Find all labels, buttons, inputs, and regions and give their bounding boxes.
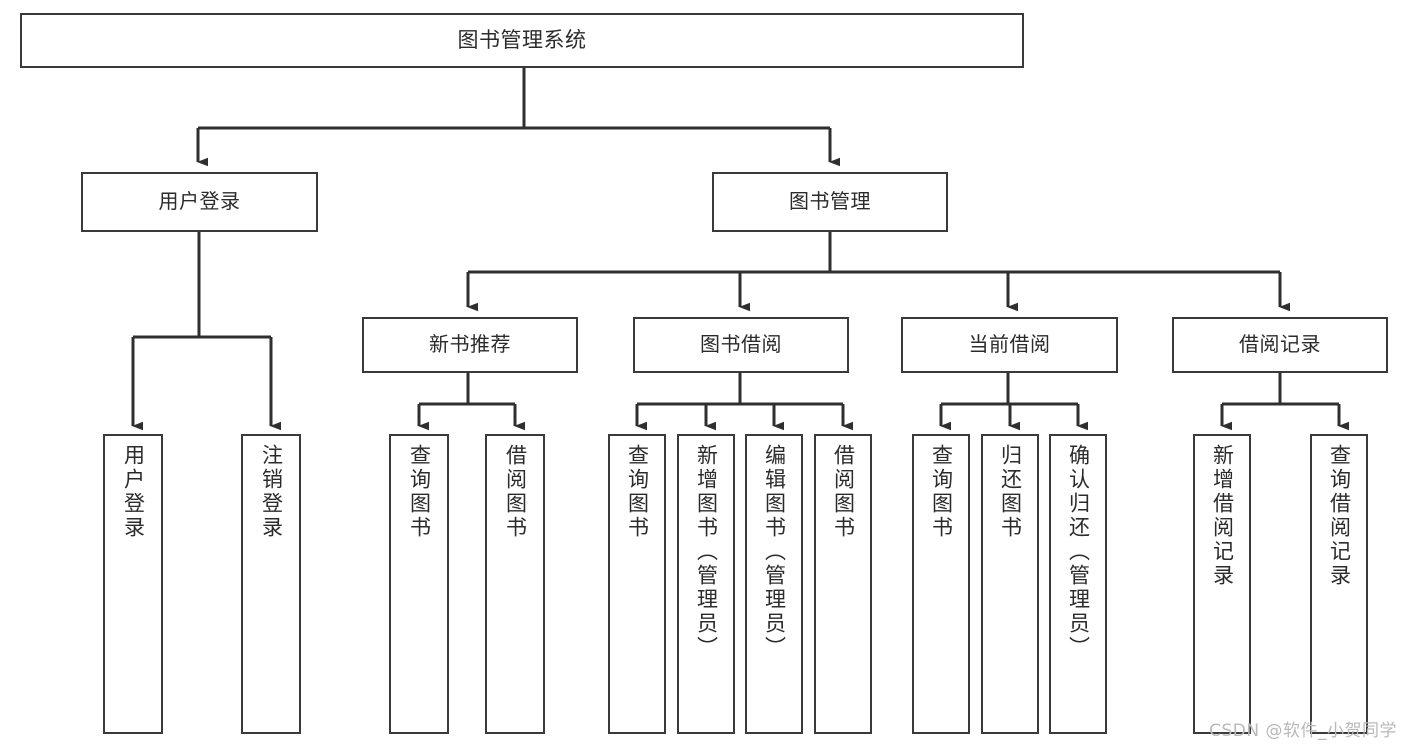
node-root-label: 图书管理系统	[457, 28, 587, 53]
leaf-logout-label: 注销登录	[259, 444, 284, 540]
node-borrow-record[interactable]: 借阅记录	[1172, 317, 1388, 373]
leaf-logout[interactable]: 注销登录	[241, 434, 301, 734]
leaf-query-book-3[interactable]: 查询图书	[912, 434, 970, 734]
leaf-confirm-return-label: 确认归还（管理员）	[1066, 444, 1091, 660]
leaf-edit-book[interactable]: 编辑图书（管理员）	[745, 434, 803, 734]
node-book-manage[interactable]: 图书管理	[712, 172, 948, 232]
leaf-return-book[interactable]: 归还图书	[981, 434, 1039, 734]
node-user-login-label: 用户登录	[158, 189, 241, 214]
leaf-add-book[interactable]: 新增图书（管理员）	[677, 434, 735, 734]
node-borrow-record-label: 借阅记录	[1239, 332, 1321, 357]
leaf-query-book-2[interactable]: 查询图书	[608, 434, 666, 734]
leaf-query-book-1[interactable]: 查询图书	[389, 434, 449, 734]
leaf-query-book-1-label: 查询图书	[407, 444, 432, 540]
node-current-borrow[interactable]: 当前借阅	[901, 317, 1118, 373]
leaf-user-login[interactable]: 用户登录	[103, 434, 163, 734]
node-current-borrow-label: 当前借阅	[968, 332, 1051, 357]
leaf-borrow-book-2[interactable]: 借阅图书	[814, 434, 872, 734]
leaf-return-book-label: 归还图书	[998, 444, 1023, 540]
leaf-query-borrow-record[interactable]: 查询借阅记录	[1310, 434, 1368, 734]
node-user-login[interactable]: 用户登录	[81, 172, 318, 232]
node-new-book-recommend[interactable]: 新书推荐	[362, 317, 578, 373]
leaf-borrow-book-1-label: 借阅图书	[503, 444, 528, 540]
leaf-add-borrow-record[interactable]: 新增借阅记录	[1193, 434, 1251, 734]
leaf-user-login-label: 用户登录	[121, 444, 146, 540]
leaf-add-borrow-record-label: 新增借阅记录	[1210, 444, 1235, 588]
node-new-book-recommend-label: 新书推荐	[429, 332, 511, 357]
leaf-query-book-3-label: 查询图书	[929, 444, 954, 540]
node-book-borrow[interactable]: 图书借阅	[633, 317, 849, 373]
leaf-add-book-label: 新增图书（管理员）	[694, 444, 719, 660]
leaf-edit-book-label: 编辑图书（管理员）	[762, 444, 787, 660]
node-root[interactable]: 图书管理系统	[20, 13, 1024, 68]
leaf-borrow-book-2-label: 借阅图书	[831, 444, 856, 540]
leaf-confirm-return[interactable]: 确认归还（管理员）	[1049, 434, 1107, 734]
leaf-borrow-book-1[interactable]: 借阅图书	[485, 434, 545, 734]
node-book-manage-label: 图书管理	[789, 189, 871, 214]
node-book-borrow-label: 图书借阅	[700, 332, 782, 357]
csdn-watermark: CSDN @软件_小贺同学	[1209, 721, 1397, 741]
leaf-query-borrow-record-label: 查询借阅记录	[1327, 444, 1352, 588]
leaf-query-book-2-label: 查询图书	[625, 444, 650, 540]
